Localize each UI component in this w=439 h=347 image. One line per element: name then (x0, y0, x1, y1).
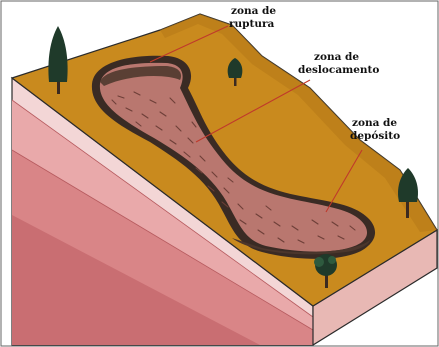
label-deposit-line-2: depósito (350, 130, 400, 142)
label-rupture-zone: zona de ruptura (229, 5, 276, 30)
label-deposit-line-1: zona de (352, 117, 397, 129)
label-rupture-line-1: zona de (231, 5, 276, 17)
label-displacement-line-2: deslocamento (298, 64, 379, 76)
label-rupture-line-2: ruptura (229, 18, 275, 30)
label-deposit-zone: zona de depósito (350, 117, 400, 142)
label-displacement-line-1: zona de (314, 51, 359, 63)
label-displacement-zone: zona de deslocamento (298, 51, 379, 76)
